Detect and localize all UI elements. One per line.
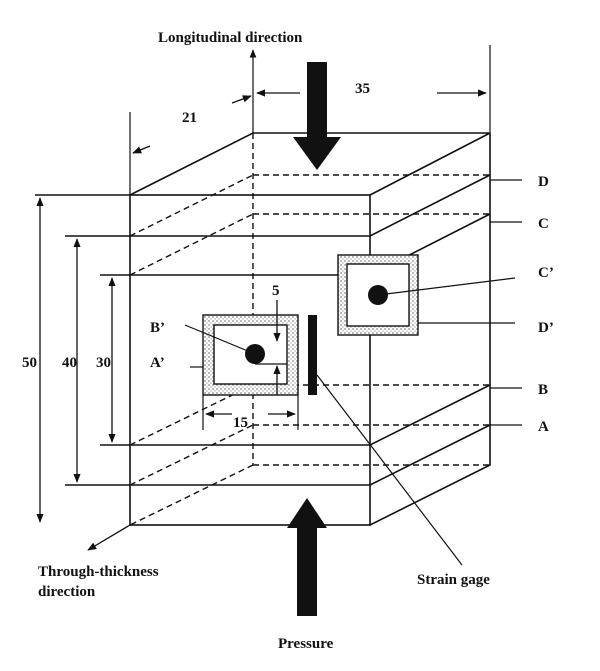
cube-right-face — [369, 133, 491, 526]
cube-front-face — [129, 194, 371, 526]
label-longitudinal-direction: Longitudinal direction — [158, 30, 303, 46]
cube-top-face — [129, 132, 491, 196]
plane-A — [65, 424, 491, 486]
dimension-21: 21 — [129, 95, 252, 195]
specimen-cube — [129, 132, 491, 526]
label-A-prime: A’ — [150, 355, 165, 371]
dimension-15: 15 — [202, 395, 299, 431]
hidden-edge-diagonal — [129, 464, 254, 526]
svg-text:30: 30 — [96, 355, 111, 371]
side-sample-window — [337, 254, 516, 336]
svg-text:40: 40 — [62, 355, 77, 371]
dimension-30: 30 — [96, 277, 116, 443]
plane-D — [35, 174, 491, 237]
label-B-prime: B’ — [150, 320, 165, 336]
label-through-thickness-line2: direction — [38, 584, 96, 600]
label-D-prime: D’ — [538, 320, 554, 336]
label-through-thickness-line1: Through-thickness — [38, 564, 159, 580]
bottom-pressure-arrow — [287, 498, 327, 616]
svg-text:21: 21 — [182, 110, 197, 126]
svg-text:15: 15 — [233, 415, 248, 431]
svg-text:50: 50 — [22, 355, 37, 371]
label-C-prime: C’ — [538, 265, 554, 281]
strain-gage — [308, 315, 463, 566]
label-plane-B: B — [538, 382, 548, 398]
label-plane-D: D — [538, 174, 549, 190]
dimension-50: 50 — [22, 197, 44, 523]
label-strain-gage: Strain gage — [417, 572, 490, 588]
dimension-40: 40 — [62, 238, 81, 483]
svg-text:35: 35 — [355, 81, 370, 97]
dimension-35: 35 — [256, 81, 487, 97]
through-thickness-arrow — [87, 524, 131, 551]
svg-text:5: 5 — [272, 283, 280, 299]
label-pressure: Pressure — [278, 636, 334, 652]
label-plane-A: A — [538, 419, 549, 435]
top-pressure-arrow — [293, 62, 341, 170]
label-plane-C: C — [538, 216, 549, 232]
plane-C — [65, 213, 491, 276]
dimension-5: 5 — [272, 283, 281, 395]
front-sample-window — [184, 314, 299, 396]
